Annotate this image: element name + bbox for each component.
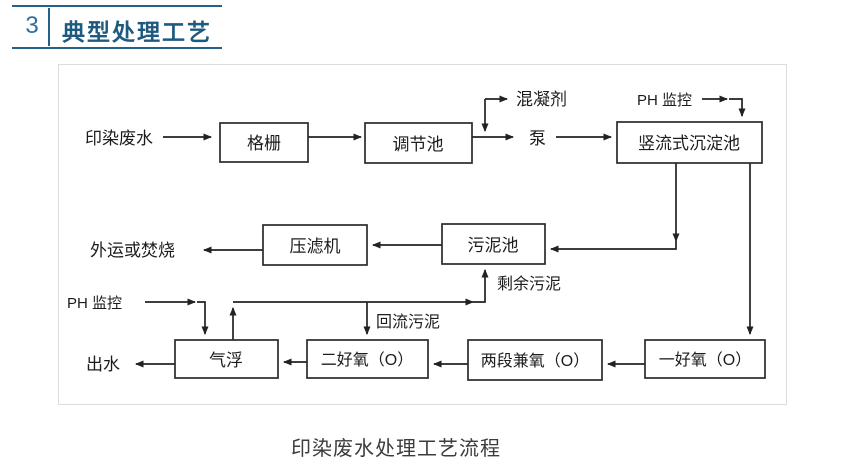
header-divider [48, 8, 50, 46]
node-sedimentation-tank-label: 竖流式沉淀池 [638, 134, 740, 153]
node-second-aerobic-box [306, 339, 429, 379]
node-sludge-tank-box [441, 223, 546, 265]
node-screen-box [219, 122, 309, 163]
node-sedimentation-tank-box [616, 121, 763, 164]
label-return-sludge: 回流污泥 [376, 313, 440, 331]
node-regulating-tank-box [364, 122, 473, 164]
label-excess-sludge: 剩余污泥 [497, 274, 561, 293]
label-coagulant: 混凝剂 [516, 90, 567, 109]
label-disposal: 外运或焚烧 [90, 241, 175, 260]
label-effluent: 出水 [86, 355, 120, 374]
header-bottom-rule [12, 47, 222, 49]
node-regulating-tank-label: 调节池 [393, 135, 444, 154]
node-air-flotation-label: 气浮 [209, 351, 243, 370]
arrow-ph-bottom-into-flotation [197, 301, 209, 335]
node-first-aerobic-label: 一好氧（O） [659, 351, 751, 369]
node-air-flotation-box [174, 339, 279, 379]
node-filter-press: 压滤机 [262, 224, 368, 266]
node-two-stage-facultative: 两段兼氧（O） [467, 339, 603, 381]
label-pump: 泵 [529, 129, 546, 148]
section-title: 典型处理工艺 [62, 19, 212, 45]
node-filter-press-box [262, 224, 368, 266]
node-regulating-tank: 调节池 [364, 122, 473, 164]
section-number: 3 [25, 12, 39, 39]
arrow-ph-top-into-sedimentation [729, 98, 746, 117]
label-ph-monitor-bottom: PH 监控 [67, 295, 122, 312]
node-two-stage-facultative-box [467, 339, 603, 381]
node-second-aerobic-label: 二好氧（O） [321, 351, 413, 369]
node-first-aerobic-box [644, 339, 766, 379]
label-ph-monitor-top: PH 监控 [637, 92, 692, 109]
header-top-rule [12, 5, 222, 7]
node-sludge-tank-label: 污泥池 [468, 236, 519, 255]
node-sludge-tank: 污泥池 [441, 223, 546, 265]
diagram-caption: 印染废水处理工艺流程 [291, 438, 501, 460]
node-sedimentation-tank: 竖流式沉淀池 [616, 121, 763, 164]
node-second-aerobic: 二好氧（O） [306, 339, 429, 379]
node-first-aerobic: 一好氧（O） [644, 339, 766, 379]
label-influent: 印染废水 [85, 129, 153, 148]
node-screen-label: 格栅 [247, 134, 281, 153]
node-filter-press-label: 压滤机 [290, 237, 341, 256]
arrow-into-sludge-tank [550, 241, 677, 253]
node-two-stage-facultative-label: 两段兼氧（O） [481, 352, 589, 370]
node-air-flotation: 气浮 [174, 339, 279, 379]
node-screen: 格栅 [219, 122, 309, 163]
arrow-excess-sludge-up [473, 269, 489, 303]
